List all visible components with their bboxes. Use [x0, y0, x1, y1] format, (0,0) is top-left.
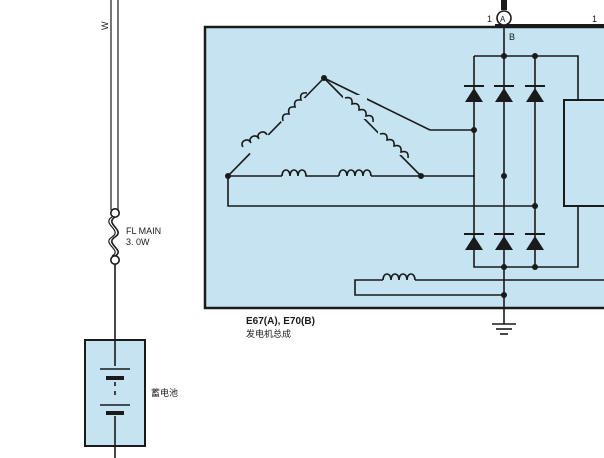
regulator-block [563, 99, 604, 207]
terminal-b-label: B [509, 32, 515, 42]
fuse-fl-main [108, 208, 121, 266]
alternator-label: 发电机总成 [246, 328, 291, 339]
alternator-part-code: E67(A), E70(B) [246, 316, 315, 327]
rectifier-bridge [464, 53, 604, 295]
battery [84, 339, 146, 447]
diode-upper-1 [464, 85, 484, 102]
connector-pin-left: 1 [487, 14, 492, 24]
wire-color-label: W [100, 21, 110, 30]
ground-symbol [492, 295, 516, 335]
fuse-name: FL MAIN [126, 226, 161, 236]
alternator-assembly [203, 25, 604, 310]
diode-lower-1 [464, 233, 484, 250]
diode-upper-2 [494, 85, 514, 102]
diode-lower-2 [494, 233, 514, 250]
connector-letter: A [500, 15, 506, 24]
fuse-rating: 3. 0W [126, 237, 150, 247]
diode-lower-3 [525, 233, 545, 250]
connector-pin-right: 1 [592, 14, 597, 24]
diode-upper-3 [525, 85, 545, 102]
left-wire-harness [110, 0, 119, 458]
connector-a [495, 0, 604, 56]
stator-delta-winding [225, 75, 535, 207]
battery-label: 蓄电池 [151, 387, 178, 398]
